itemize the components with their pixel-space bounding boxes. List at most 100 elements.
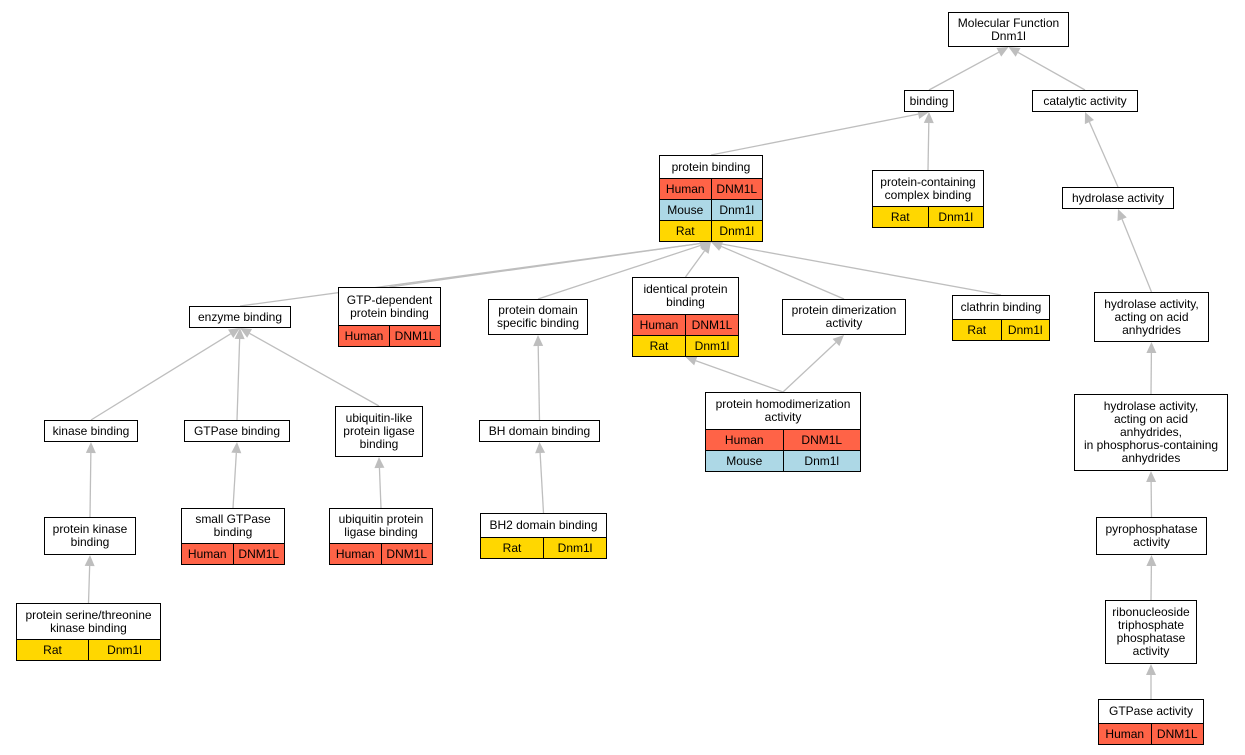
gene-cell: Dnm1l [88,640,160,660]
edge-arrowhead [535,442,546,454]
species-cell: Human [639,317,679,332]
edge-line [928,51,1000,91]
edge-arrowhead [240,328,253,338]
go-term-node[interactable]: binding [904,90,954,112]
annotation-row: Human DNM1L [1099,723,1203,744]
species-cell: Human [187,546,227,561]
edge-arrowhead [1008,47,1021,57]
edge-line [927,122,930,171]
edge-arrowhead [1084,112,1095,125]
go-term-label: protein serine/threonine kinase binding [25,607,152,635]
go-term-label: hydrolase activity [1071,190,1165,205]
go-term-label: ubiquitin protein ligase binding [338,512,424,539]
go-term-label: enzyme binding [197,309,283,324]
go-term-label: Molecular Function Dnm1l [957,15,1060,43]
go-term-node[interactable]: hydrolase activity [1062,187,1174,209]
go-term-label: BH domain binding [488,423,591,438]
go-term-label: kinase binding [52,423,130,438]
gene-cell: DNM1L [685,315,738,335]
go-term-node[interactable]: ribonucleoside triphosphate phosphatase … [1105,600,1197,664]
gene-cell: Dnm1l [782,451,861,471]
edge-arrowhead [231,442,242,454]
edge-line [721,243,1002,296]
go-term-node[interactable]: ubiquitin-like protein ligase binding [335,406,423,457]
edge-line [695,360,784,393]
edge-line [249,332,380,407]
species-cell: Human [665,181,705,196]
go-term-label: ribonucleoside triphosphate phosphatase … [1112,605,1190,658]
edge-line [378,467,382,509]
gene-cell: Dnm1l [710,200,763,220]
go-term-node[interactable]: BH domain binding [479,420,600,442]
go-term-label: protein kinase binding [52,522,128,549]
edge-line [90,333,231,421]
go-term-node[interactable]: Molecular Function Dnm1l [948,12,1069,47]
species-cell: Human [335,546,375,561]
gene-cell: Dnm1l [1000,320,1050,340]
go-term-label: clathrin binding [960,300,1042,314]
edge-line [87,565,91,604]
go-term-node[interactable]: pyrophosphatase activity [1096,517,1207,555]
species-cell: Rat [502,540,522,555]
go-term-label: pyrophosphatase activity [1105,522,1198,549]
edge-line [684,250,706,278]
gene-cell: Dnm1l [927,207,984,227]
go-term-label: GTPase binding [193,423,281,438]
go-term-node[interactable]: catalytic activity [1032,90,1138,112]
edge-line [782,342,837,393]
go-term-node[interactable]: hydrolase activity, acting on acid anhyd… [1094,292,1209,342]
go-term-node[interactable]: kinase binding [44,420,138,442]
gene-cell: DNM1L [1150,724,1204,744]
edge-arrowhead [996,47,1009,57]
gene-cell: DNM1L [782,430,861,450]
go-term-label: identical protein binding [643,282,728,309]
edge-line [710,113,919,156]
go-term-node[interactable]: enzyme binding [189,306,291,328]
edge-arrowhead [923,112,934,124]
go-term-node[interactable]: hydrolase activity, acting on acid anhyd… [1074,394,1228,471]
species-cell: Human [1105,726,1145,741]
go-term-node[interactable]: GTPase binding [184,420,290,442]
species-cell: Rat [649,338,669,353]
species-cell: Rat [967,322,987,337]
species-cell: Rat [43,642,62,657]
edge-line [1121,218,1153,293]
edge-arrowhead [84,555,95,567]
annotation-row: Rat Dnm1l [953,319,1049,340]
edge-arrowhead [1146,555,1157,567]
edge-line [232,452,237,509]
go-term-node[interactable]: protein kinase binding [44,517,136,555]
go-term-label: catalytic activity [1043,93,1127,108]
edge-line [537,345,541,421]
edge-arrowhead [1117,209,1127,222]
go-term-label: GTPase activity [1108,704,1194,718]
species-cell: Human [724,432,764,447]
edge-line [389,242,701,288]
go-term-label: BH2 domain binding [489,518,598,532]
go-term-label: ubiquitin-like protein ligase binding [343,411,415,451]
edge-line [1017,51,1086,91]
edge-arrowhead [228,328,240,339]
go-term-node[interactable]: protein domain specific binding [488,299,588,335]
go-term-label: binding [909,93,949,108]
go-term-node[interactable]: protein dimerization activity [782,299,906,335]
